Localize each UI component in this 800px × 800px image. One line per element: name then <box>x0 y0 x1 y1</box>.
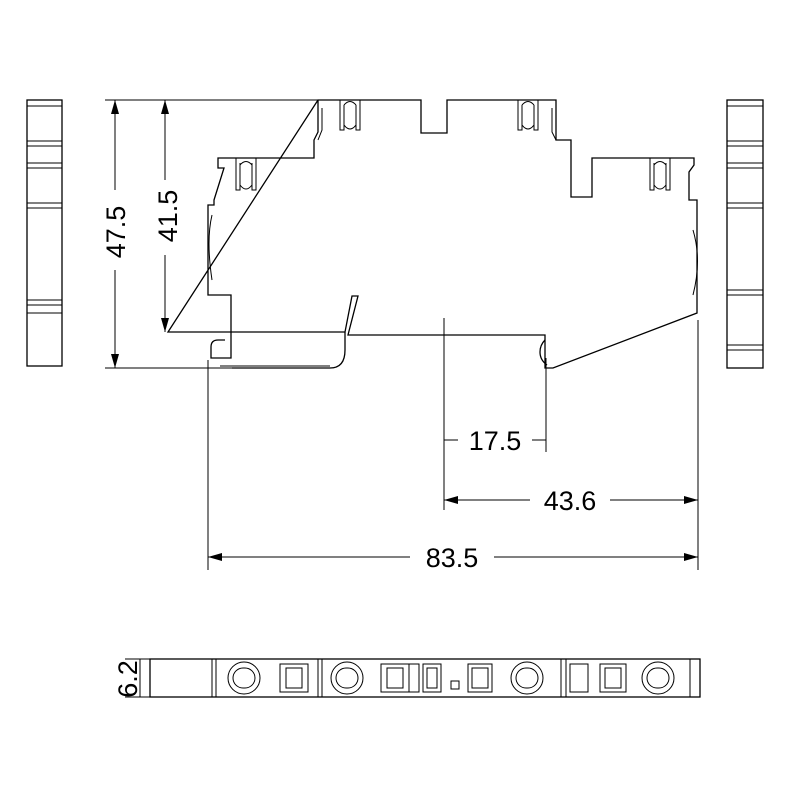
dimension-offset-medium: 43.6 <box>444 320 699 570</box>
right-end-view <box>726 99 764 369</box>
dimension-length-overall: 83.5 <box>207 360 698 573</box>
height-overall-label: 47.5 <box>101 206 131 259</box>
length-overall-label: 83.5 <box>426 543 479 573</box>
offset-medium-label: 43.6 <box>544 486 597 516</box>
side-view-profile <box>105 99 698 369</box>
left-end-view <box>26 99 63 367</box>
width-top-view-label: 6.2 <box>113 660 143 698</box>
offset-small-label: 17.5 <box>469 426 522 456</box>
dimension-height-to-rail: 41.5 <box>153 100 183 332</box>
height-to-rail-label: 41.5 <box>153 190 183 243</box>
dimension-offset-small: 17.5 <box>443 318 547 510</box>
dimension-width-top-view: 6.2 <box>113 658 150 698</box>
top-view <box>149 658 701 698</box>
dimension-height-overall: 47.5 <box>101 99 232 369</box>
